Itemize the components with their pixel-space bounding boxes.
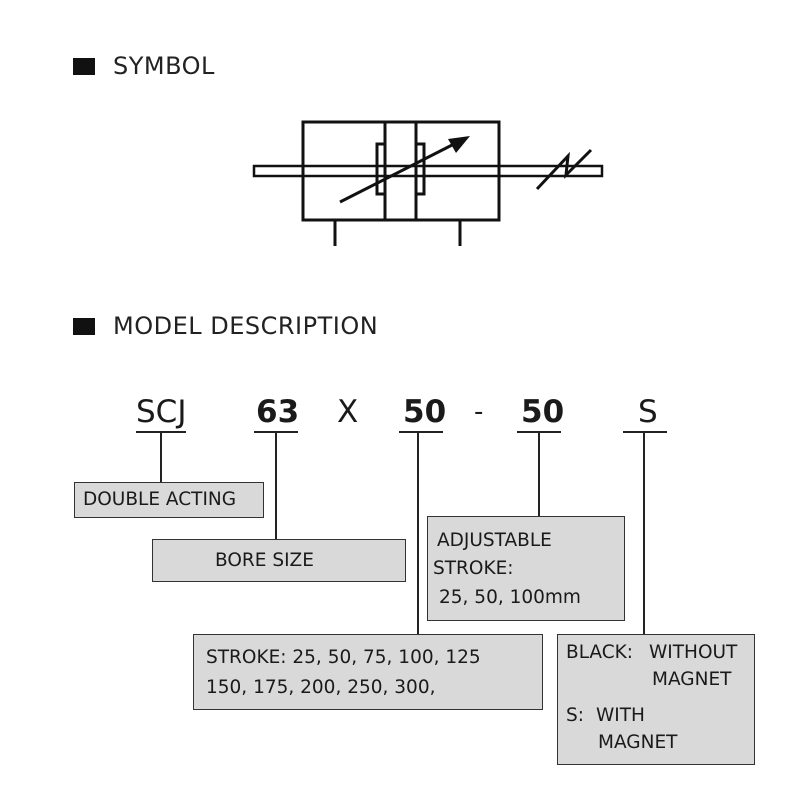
code-adjustable-stroke: 50 [521, 394, 565, 430]
arrow-head-icon [448, 136, 470, 153]
connector-bore [275, 432, 277, 540]
adjustable-stroke-box: ADJUSTABLE STROKE: 25, 50, 100mm [427, 516, 625, 621]
double-acting-box: DOUBLE ACTING [74, 482, 264, 518]
magnet-s-value-1: WITH [596, 705, 645, 726]
heading-square-icon [73, 317, 95, 335]
cushion-right [414, 142, 426, 196]
model-description-heading: MODEL DESCRIPTION [73, 312, 378, 340]
magnet-black-value-2: MAGNET [652, 669, 732, 690]
code-series: SCJ [136, 394, 187, 430]
connector-adjustable [538, 432, 540, 517]
stroke-line2: 150, 175, 200, 250, 300, [206, 677, 436, 698]
stroke-options-box: STROKE: 25, 50, 75, 100, 125 150, 175, 2… [193, 634, 543, 710]
magnet-black-label: BLACK: [566, 642, 634, 663]
symbol-heading: SYMBOL [73, 52, 215, 80]
rod-break-icon [535, 148, 593, 191]
piston-rod [252, 164, 604, 178]
adjustable-line3: 25, 50, 100mm [439, 587, 581, 608]
bore-size-box: BORE SIZE [152, 539, 406, 582]
bore-size-label: BORE SIZE [215, 550, 314, 571]
code-magnet: S [638, 394, 658, 430]
magnet-s-label: S: [566, 705, 584, 726]
model-description-title: MODEL DESCRIPTION [113, 312, 379, 340]
magnet-options-box: BLACK: WITHOUT MAGNET S: WITH MAGNET [557, 634, 755, 765]
adjustable-arrow-icon [339, 140, 459, 204]
adjustable-line1: ADJUSTABLE [437, 530, 552, 551]
adjustable-line2: STROKE: [433, 558, 514, 579]
stroke-line1: STROKE: 25, 50, 75, 100, 125 [206, 647, 481, 668]
heading-square-icon [73, 57, 95, 75]
cushion-left [375, 142, 387, 196]
magnet-black-value-1: WITHOUT [649, 642, 738, 663]
underline-magnet [623, 431, 667, 433]
code-separator-x: X [337, 394, 359, 430]
code-separator-dash: - [474, 397, 484, 427]
connector-magnet [643, 432, 645, 635]
cylinder-body [301, 120, 501, 222]
connector-series [160, 432, 162, 483]
code-bore: 63 [256, 394, 300, 430]
magnet-s-value-2: MAGNET [598, 732, 678, 753]
connector-stroke [417, 432, 419, 635]
cylinder-symbol-icon [252, 120, 604, 246]
double-acting-label: DOUBLE ACTING [83, 489, 237, 510]
underline-stroke [399, 431, 443, 433]
code-stroke: 50 [403, 394, 447, 430]
symbol-title: SYMBOL [113, 52, 215, 80]
